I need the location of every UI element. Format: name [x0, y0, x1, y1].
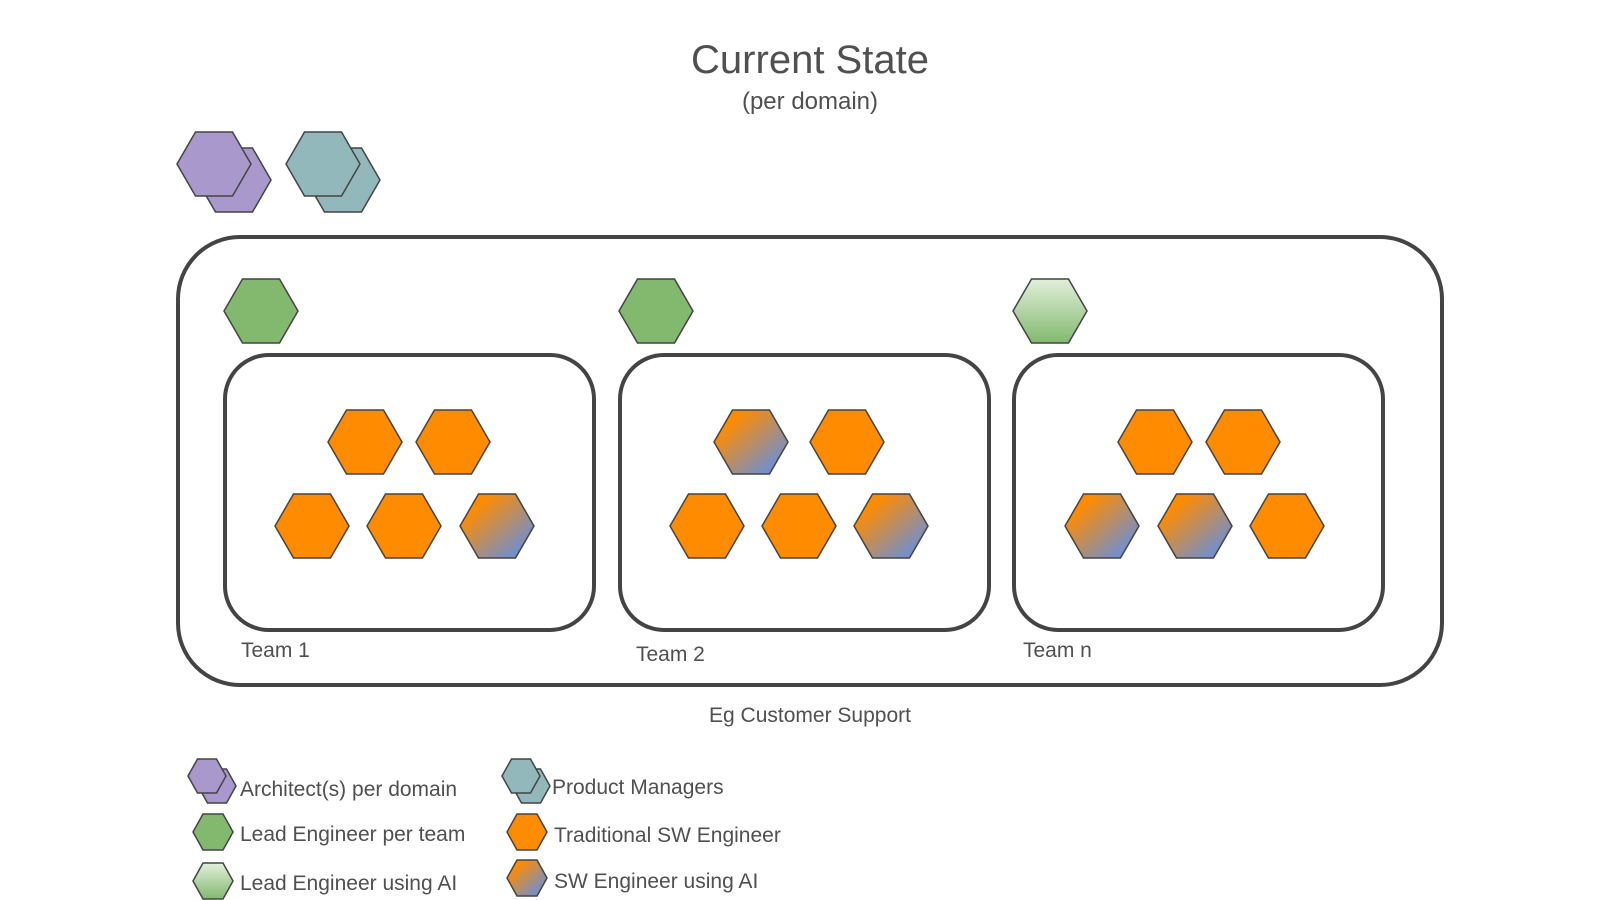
- team-3-lead-hex-icon: [1012, 278, 1088, 344]
- team-3-engineer-3-hex-icon: [1064, 493, 1140, 559]
- team-3-engineer-4-hex-icon: [1157, 493, 1233, 559]
- team-1-label: Team 1: [241, 639, 310, 662]
- team-1-engineer-1-hex-icon: [327, 409, 403, 475]
- domain-label: Eg Customer Support: [709, 704, 911, 727]
- legend-architect-hex-icon: [187, 758, 227, 794]
- team-1-engineer-4-hex-icon: [366, 493, 442, 559]
- team-2-label: Team 2: [636, 643, 705, 666]
- legend-label-lead-ai: Lead Engineer using AI: [240, 872, 458, 895]
- team-2-engineer-2-hex-icon: [809, 409, 885, 475]
- product-manager-hex-icon: [285, 131, 361, 197]
- team-1-lead-hex-icon: [223, 278, 299, 344]
- architect-hex-icon: [176, 131, 252, 197]
- domain-container: [176, 235, 1444, 687]
- team-2-engineer-5-hex-icon: [853, 493, 929, 559]
- legend-product-hex-icon: [501, 758, 541, 794]
- team-2-lead-hex-icon: [618, 278, 694, 344]
- team-3-engineer-2-hex-icon: [1205, 409, 1281, 475]
- legend-label-product: Product Managers: [552, 776, 724, 799]
- legend-label-architect: Architect(s) per domain: [240, 778, 458, 801]
- team-2-engineer-1-hex-icon: [713, 409, 789, 475]
- legend-traditional-hex-icon: [506, 813, 548, 851]
- legend-lead-hex-icon: [192, 813, 234, 851]
- team-1-engineer-2-hex-icon: [415, 409, 491, 475]
- team-1-engineer-5-hex-icon: [459, 493, 535, 559]
- team-n-container: [1012, 353, 1385, 632]
- team-n-label: Team n: [1023, 639, 1092, 662]
- legend-lead-ai-hex-icon: [192, 862, 234, 900]
- team-1-container: [223, 353, 596, 632]
- team-2-engineer-3-hex-icon: [669, 493, 745, 559]
- page-title: Current State: [691, 38, 929, 82]
- team-3-engineer-5-hex-icon: [1249, 493, 1325, 559]
- team-2-container: [618, 353, 991, 632]
- legend-label-ai: SW Engineer using AI: [554, 870, 759, 893]
- team-1-engineer-3-hex-icon: [274, 493, 350, 559]
- legend-ai-hex-icon: [506, 859, 548, 897]
- team-3-engineer-1-hex-icon: [1117, 409, 1193, 475]
- legend-label-lead: Lead Engineer per team: [240, 823, 466, 846]
- team-2-engineer-4-hex-icon: [761, 493, 837, 559]
- page-subtitle: (per domain): [741, 88, 879, 115]
- legend-label-traditional: Traditional SW Engineer: [554, 824, 781, 847]
